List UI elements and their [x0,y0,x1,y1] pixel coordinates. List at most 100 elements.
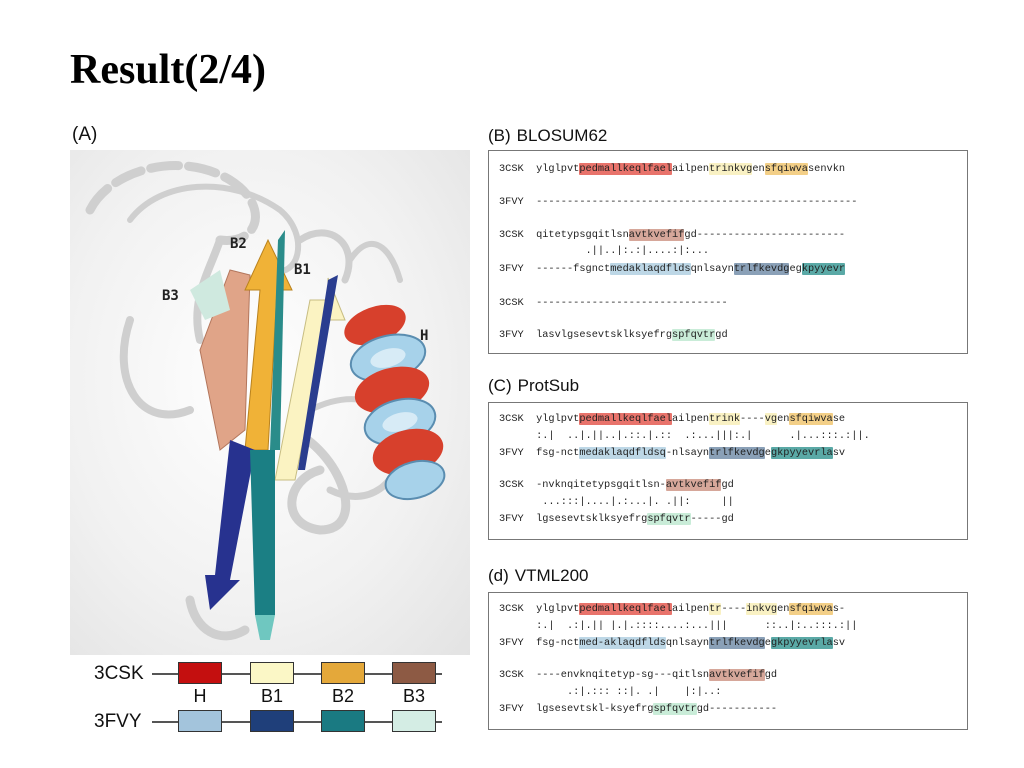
alignment-line: 3CSK ylglpvtpedmallkeqlfaelailpentrinkvg… [499,163,845,176]
panel-a-label: (A) [72,124,98,145]
panel-b-header: (B) BLOSUM62 [488,126,607,146]
legend-label-b1: B1 [260,686,284,706]
sequence-segment: fsg-nct [536,637,580,649]
highlighted-segment: sfqiwva [789,603,833,615]
sequence-segment: s- [832,603,846,615]
sequence-segment: fsg-nct [536,447,580,459]
sequence-segment: lgsesevtskl-ksyefrg [536,703,654,715]
sequence-segment: 3CSK [499,297,537,309]
sequence-segment: eg [789,263,802,275]
sequence-segment: 3CSK [499,603,537,615]
alignment-line: 3FVY -----------------------------------… [499,196,857,209]
sequence-segment: -nlsayn [665,447,710,459]
highlighted-segment: trlfkevdg [709,447,765,459]
alignment-line: 3FVY fsg-nctmedaklaqdfldsq-nlsayntrlfkev… [499,447,845,460]
panel-b-method: BLOSUM62 [516,126,608,145]
sequence-segment: sv [832,637,846,649]
panel-d-letter: (d) [488,566,509,585]
label-b3: B3 [162,288,179,304]
sequence-segment: 3CSK [499,163,537,175]
alignment-line: 3CSK ylglpvtpedmallkeqlfaelailpentrink--… [499,413,845,426]
sequence-segment: ------------------------------- [536,297,728,309]
sequence-segment: e [764,637,771,649]
highlighted-segment: sfqiwva [789,413,833,425]
legend-label-b2: B2 [331,686,355,706]
sequence-segment: ylglpvt [536,603,580,615]
highlighted-segment: medaklaqdflds [610,263,691,275]
sequence-segment: ailpen [672,413,710,425]
alignment-line: 3FVY lgsesevtskl-ksyefrgspfqvtrgd-------… [499,703,777,716]
highlighted-segment: gkpyyevrla [770,637,833,649]
alignment-line: 3FVY fsg-nctmed-aklaqdfldsqnlsayntrlfkev… [499,637,845,650]
sequence-segment: ylglpvt [536,163,580,175]
sequence-segment: gd [715,329,728,341]
highlighted-segment: trink [709,413,741,425]
sequence-segment: ----------------------------------------… [536,196,858,208]
strand-b2-3fvy [250,450,275,615]
panel-c-method: ProtSub [517,376,580,395]
legend-box-3csk-b3 [392,662,436,684]
highlighted-segment: gkpyyevrla [770,447,833,459]
highlighted-segment: trinkvg [709,163,753,175]
sequence-segment: -----gd [690,513,734,525]
helix-h [344,304,446,501]
highlighted-segment: vg [764,413,778,425]
panel-c-header: (C)ProtSub [488,376,579,396]
legend-box-3csk-b1 [250,662,294,684]
strand-b3-3csk [199,269,251,451]
legend-box-3fvy-h [178,710,222,732]
sequence-segment: en [752,163,765,175]
label-b1: B1 [294,262,311,278]
alignment-blosum62: 3CSK ylglpvtpedmallkeqlfaelailpentrinkvg… [488,150,968,354]
alignment-line: 3CSK ----envknqitetyp-sg---qitlsnavtkvef… [499,669,777,682]
sequence-segment: :.| .:|.|| |.|.::::....:...||| ::..|:..:… [499,620,858,632]
panel-d-header: (d)VTML200 [488,566,588,586]
secondary-structure-legend: 3CSK 3FVY H B1 B2 B3 [70,655,470,750]
strand-b2-3fvy-edge [270,230,285,450]
highlighted-segment: sfqiwva [764,163,808,175]
strand-b1-3fvy-edge [298,275,338,470]
sequence-segment: e [764,447,771,459]
highlighted-segment: med-aklaqdflds [579,637,666,649]
sequence-segment: .||..|:.:|....:|:... [499,245,710,257]
legend-line-3csk [152,673,442,675]
sequence-segment: 3FVY [499,513,537,525]
highlighted-segment: trlfkevdg [733,263,790,275]
highlighted-segment: pedmallkeqlfael [579,603,673,615]
highlighted-segment: avtkvefif [709,669,765,681]
panel-b-letter: (B) [488,126,511,145]
label-b2: B2 [230,236,247,252]
alignment-line: 3CSK ------------------------------- [499,297,728,310]
sequence-segment: ailpen [672,163,710,175]
alignment-line: :.| .:|.|| |.|.::::....:...||| ::..|:..:… [499,620,857,633]
sequence-segment: lasvlgsesevtsklksyefrg [536,329,673,341]
sequence-segment: 3CSK [499,669,537,681]
sequence-segment: 3CSK [499,479,537,491]
highlighted-segment: inkvg [746,603,778,615]
alignment-line: ...:::|....|.:...|. .||: || [499,496,734,509]
sequence-segment: qnlsayn [690,263,734,275]
sequence-segment: ---- [740,413,765,425]
alignment-line: 3FVY lasvlgsesevtsklksyefrgspfqvtrgd [499,329,728,342]
legend-row-name: 3CSK [94,663,144,684]
highlighted-segment: trlfkevdg [709,637,765,649]
legend-line-3fvy [152,721,442,723]
sequence-segment: qnlsayn [665,637,710,649]
sequence-segment: en [777,603,790,615]
sequence-segment: se [832,413,846,425]
sequence-segment: 3FVY [499,329,537,341]
sequence-segment: senvkn [808,163,846,175]
sequence-segment: ...:::|....|.:...|. .||: || [499,496,734,508]
legend-box-3fvy-b1 [250,710,294,732]
sequence-segment: ailpen [672,603,710,615]
highlighted-segment: avtkvefif [665,479,722,491]
sequence-segment: gd------------------------ [684,229,846,241]
alignment-line: 3FVY ------fsgnctmedaklaqdfldsqnlsayntrl… [499,263,846,276]
sequence-segment: en [777,413,790,425]
highlighted-segment: pedmallkeqlfael [579,163,673,175]
sequence-segment: .:|.::: ::|. .| |:|..: [499,686,722,698]
sequence-segment: ------fsgnct [536,263,611,275]
highlighted-segment: avtkvefif [628,229,685,241]
strand-b3-3fvy [190,270,230,320]
legend-box-3csk-h [178,662,222,684]
